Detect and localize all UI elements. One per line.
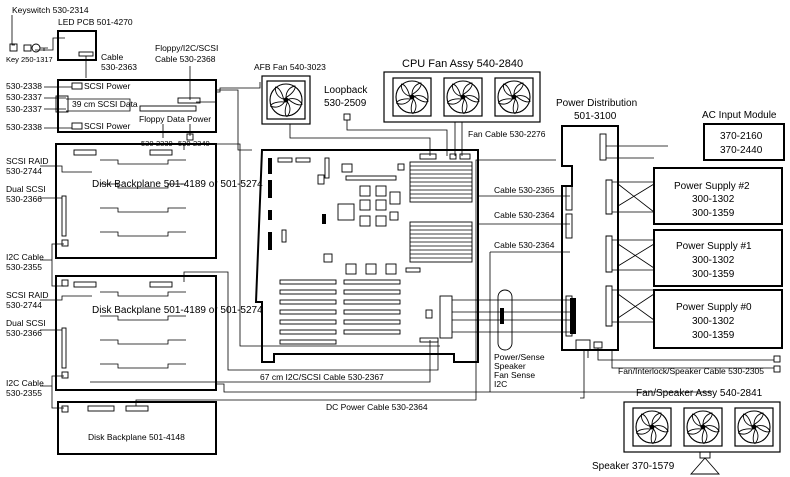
ps2-title: Power Supply #2	[674, 181, 750, 192]
fan-icon	[683, 407, 723, 447]
fan-icon	[443, 77, 483, 117]
ps0-part1: 300-1302	[692, 316, 735, 327]
key-label: Key 250-1317	[6, 55, 53, 64]
power-sense-1: Power/Sense	[494, 352, 545, 362]
afb-fan-label: AFB Fan 540-3023	[254, 62, 326, 72]
i2c-cable-2a: I2C Cable	[6, 378, 44, 388]
ps0-part2: 300-1359	[692, 330, 735, 341]
power-supply-2	[653, 167, 783, 225]
scsi-power-a: SCSI Power	[84, 81, 130, 91]
loopback-label-2: 530-2509	[324, 98, 367, 109]
disk-backplane-1	[55, 143, 217, 259]
ps0-title: Power Supply #0	[676, 302, 752, 313]
led-cable-label-2: 530-2363	[101, 62, 137, 72]
ps1-part2: 300-1359	[692, 269, 735, 280]
keyswitch-icon	[9, 43, 18, 52]
ac-input-module	[703, 123, 785, 161]
power-supply-1	[653, 229, 783, 287]
dual-scsi-2a: Dual SCSI	[6, 318, 46, 328]
ps2-part1: 300-1302	[692, 194, 735, 205]
ac-part1: 370-2160	[720, 131, 763, 142]
backplane-3-label: Disk Backplane 501-4148	[88, 432, 185, 442]
ps1-title: Power Supply #1	[676, 241, 752, 252]
fan-icon	[494, 77, 534, 117]
pci-slots	[279, 279, 401, 345]
power-distribution-board	[561, 125, 619, 351]
scsi-raid-2b: 530-2744	[6, 300, 42, 310]
dc-power-label: DC Power Cable 530-2364	[326, 402, 428, 412]
power-label: Power	[187, 114, 211, 124]
cable-2364b-label: Cable 530-2364	[494, 240, 555, 250]
backplane-2-label: Disk Backplane 501-4189 or 501-5274	[92, 305, 263, 316]
fan-interlock-label: Fan/Interlock/Speaker Cable 530-2305	[618, 366, 764, 376]
ac-part2: 370-2440	[720, 145, 763, 156]
cable-2337b: 530-2337	[6, 104, 42, 114]
fan-speaker-label: Fan/Speaker Assy 540-2841	[636, 388, 763, 399]
power-dist-label-1: Power Distribution	[556, 98, 637, 109]
fan-icon	[266, 80, 306, 120]
cpu-fan-label: CPU Fan Assy 540-2840	[402, 58, 523, 70]
scsi-raid-1b: 530-2744	[6, 166, 42, 176]
i2c-cable-1a: I2C Cable	[6, 252, 44, 262]
cable-2364a-label: Cable 530-2364	[494, 210, 555, 220]
disk-backplane-3	[57, 401, 217, 455]
backplane-1-label: Disk Backplane 501-4189 or 501-5274	[92, 179, 263, 190]
power-sense-2: Speaker	[494, 361, 526, 371]
power-dist-label-2: 501-3100	[574, 111, 617, 122]
scsi-raid-1a: SCSI RAID	[6, 156, 49, 166]
dual-scsi-2b: 530-2366	[6, 328, 42, 338]
speaker-label: Speaker 370-1579	[592, 461, 675, 472]
scsi-cable-67-label: 67 cm I2C/SCSI Cable 530-2367	[260, 372, 384, 382]
ac-input-label: AC Input Module	[702, 110, 777, 121]
floppy-i2c-label-1: Floppy/I2C/SCSI	[155, 43, 218, 53]
cable-2338b: 530-2338	[6, 122, 42, 132]
disk-backplane-2	[55, 275, 217, 391]
fan-icon	[392, 77, 432, 117]
power-sense-4: I2C	[494, 379, 507, 389]
motherboard	[254, 149, 479, 363]
loopback-label-1: Loopback	[324, 85, 368, 96]
speaker-icon	[690, 451, 720, 475]
scsi-data-label: 39 cm SCSI Data	[72, 99, 138, 109]
dual-scsi-1a: Dual SCSI	[6, 184, 46, 194]
fan-icon	[734, 407, 774, 447]
floppy-data-label: Floppy Data	[139, 114, 185, 124]
cable-2365-label: Cable 530-2365	[494, 185, 555, 195]
led-cable-label-1: Cable	[101, 52, 123, 62]
key-icon	[23, 43, 48, 53]
dual-scsi-1b: 530-2366	[6, 194, 42, 204]
floppy-i2c-label-2: Cable 530-2368	[155, 54, 216, 64]
keyswitch-label: Keyswitch 530-2314	[12, 5, 89, 15]
media-bay-board	[57, 79, 217, 133]
scsi-power-b: SCSI Power	[84, 121, 130, 131]
cable-2338a: 530-2338	[6, 81, 42, 91]
led-pcb-label: LED PCB 501-4270	[58, 17, 133, 27]
fan-icon	[632, 407, 672, 447]
scsi-raid-2a: SCSI RAID	[6, 290, 49, 300]
i2c-cable-1b: 530-2355	[6, 262, 42, 272]
ps2-part2: 300-1359	[692, 208, 735, 219]
ps1-part1: 300-1302	[692, 255, 735, 266]
power-supply-0	[653, 289, 783, 349]
fan-cable-label: Fan Cable 530-2276	[468, 129, 546, 139]
led-pcb-board	[57, 30, 97, 61]
power-sense-3: Fan Sense	[494, 370, 535, 380]
cable-2337a: 530-2337	[6, 92, 42, 102]
i2c-cable-2b: 530-2355	[6, 388, 42, 398]
